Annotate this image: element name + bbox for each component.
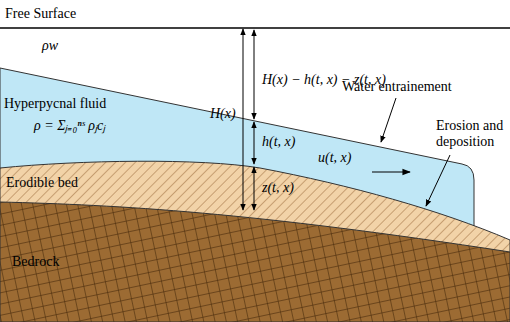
velocity-label: u(t, x) xyxy=(318,150,351,166)
leader-line xyxy=(426,155,450,206)
leader-line xyxy=(381,98,396,142)
region-label: Bedrock xyxy=(12,254,59,270)
region-label: Erodible bed xyxy=(6,175,78,191)
density-symbol: ρw xyxy=(42,38,58,54)
depth-arrow xyxy=(243,29,244,210)
free-surface-line xyxy=(0,27,510,28)
dimension-label: h(t, x) xyxy=(262,134,295,150)
callout-label: Water entrainement xyxy=(342,79,452,95)
callout-label: Erosion and deposition xyxy=(436,118,506,150)
bed-height-arrow xyxy=(254,167,255,210)
bedrock xyxy=(0,202,510,322)
fluid-height-arrow xyxy=(254,122,255,164)
velocity-arrow xyxy=(372,171,410,172)
surface-label: Free Surface xyxy=(5,6,76,22)
region-label: Hyperpycnal fluid xyxy=(4,96,106,112)
dimension-label: z(t, x) xyxy=(262,180,294,196)
erodible-bed xyxy=(0,161,510,322)
formula: ρ = Σⱼ₌₀ⁿˢ ρⱼcⱼ xyxy=(34,118,105,134)
dimension-label: H(x) xyxy=(210,106,236,122)
water-depth-arrow xyxy=(254,30,255,119)
